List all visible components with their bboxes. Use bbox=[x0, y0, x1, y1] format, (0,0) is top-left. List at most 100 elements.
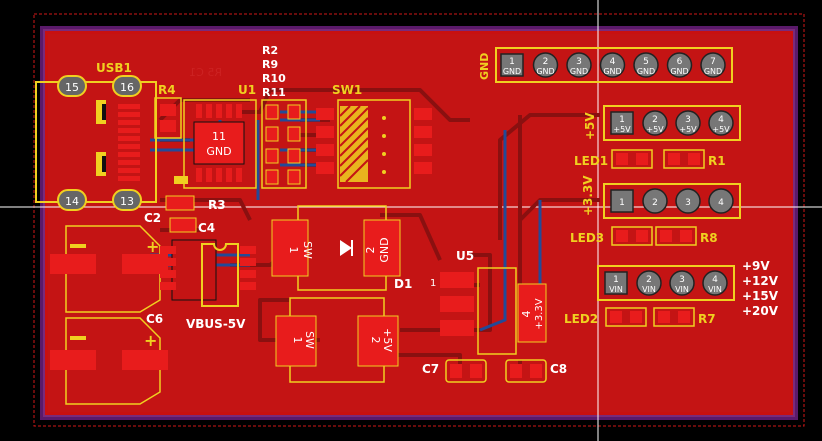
r7-pad-1[interactable] bbox=[658, 311, 670, 323]
r8-refdes: R8 bbox=[700, 231, 718, 245]
r2-pad-2[interactable] bbox=[287, 104, 301, 120]
l1-footprint[interactable]: 1 SW 2 +5V bbox=[275, 297, 399, 383]
r3-pad[interactable] bbox=[165, 195, 195, 211]
v5-header-label: +5V bbox=[583, 112, 597, 140]
gnd-header-pin-1[interactable] bbox=[500, 53, 524, 77]
u5-pad-1[interactable] bbox=[440, 272, 474, 288]
c8-pad-2[interactable] bbox=[530, 364, 542, 378]
v5-header-pin-1[interactable] bbox=[610, 111, 634, 135]
v5-header-pin-2[interactable] bbox=[642, 110, 668, 136]
d1-pad1-net: SW bbox=[301, 241, 314, 259]
usb1-pad-14-label: 14 bbox=[65, 195, 79, 208]
vin-header-pin-3[interactable] bbox=[669, 270, 695, 296]
led3-pad-2[interactable] bbox=[636, 230, 648, 242]
c7-pad-2[interactable] bbox=[470, 364, 482, 378]
u5-pad4-num: 4 bbox=[520, 311, 533, 318]
c6-footprint[interactable]: C6 + bbox=[50, 312, 168, 405]
gnd-header-pin-6[interactable] bbox=[666, 52, 693, 78]
led3-refdes: LED3 bbox=[570, 231, 604, 245]
d1-pad-2[interactable] bbox=[363, 219, 401, 277]
usb1-slot-bottom-hole bbox=[102, 156, 106, 172]
gnd-header-outline bbox=[495, 47, 733, 83]
usb1-pad-15[interactable] bbox=[57, 75, 87, 97]
v5-header-pin-3[interactable] bbox=[675, 110, 701, 136]
v3-header-pin-2[interactable] bbox=[642, 188, 668, 214]
vin-header-pin-4[interactable] bbox=[702, 270, 728, 296]
r11-pad-1[interactable] bbox=[265, 169, 279, 185]
r8-pad-2[interactable] bbox=[680, 230, 692, 242]
led2-group[interactable]: LED2 R7 bbox=[564, 307, 716, 327]
gnd-header-pin-4-num: 4 bbox=[610, 57, 616, 67]
gnd-header-pin-5-net: GND bbox=[637, 67, 655, 76]
gnd-header-pin-7-num: 7 bbox=[710, 57, 716, 67]
resistor-array[interactable]: R2 R9 R10 R11 bbox=[261, 44, 307, 189]
r2-pad-1[interactable] bbox=[265, 104, 279, 120]
gnd-header-pin-5[interactable] bbox=[633, 52, 659, 78]
c6-pad-pos[interactable] bbox=[122, 350, 168, 370]
r1-pad-1[interactable] bbox=[668, 153, 680, 165]
c7-footprint[interactable]: C7 bbox=[422, 359, 487, 383]
r11-pad-2[interactable] bbox=[287, 169, 301, 185]
r10-pad-2[interactable] bbox=[287, 148, 301, 164]
u5-pad-4[interactable] bbox=[517, 283, 547, 343]
vin-header-pin-2[interactable] bbox=[636, 270, 662, 296]
gnd-header-pin-2[interactable] bbox=[532, 52, 559, 78]
sw1-footprint[interactable]: SW1 bbox=[316, 83, 432, 189]
l1-pad-2[interactable] bbox=[357, 315, 399, 367]
c7-pad-1[interactable] bbox=[450, 364, 462, 378]
c4-footprint[interactable]: R3 C4 bbox=[165, 176, 226, 235]
u1-footprint[interactable]: U1 11 GND bbox=[183, 83, 257, 189]
u1-thermal-pad[interactable] bbox=[193, 121, 245, 165]
c2-pad-neg[interactable] bbox=[50, 254, 96, 274]
c2-pad-pos[interactable] bbox=[122, 254, 168, 274]
c7-refdes: C7 bbox=[422, 362, 439, 376]
gnd-header-pin-7[interactable] bbox=[700, 52, 726, 78]
led3-pad-1[interactable] bbox=[616, 230, 628, 242]
r1-pad-2[interactable] bbox=[688, 153, 700, 165]
v3-header-pin-1[interactable] bbox=[610, 189, 634, 213]
v3-header-pin-3[interactable] bbox=[675, 188, 701, 214]
led3-group[interactable]: LED3 R8 bbox=[570, 226, 718, 246]
l1-pad-1[interactable] bbox=[275, 315, 317, 367]
c6-pad-neg[interactable] bbox=[50, 350, 96, 370]
v5-header-pin-4[interactable] bbox=[708, 110, 734, 136]
c7-outline bbox=[445, 359, 487, 383]
r9-pad-1[interactable] bbox=[265, 126, 279, 142]
usb1-pad-16[interactable] bbox=[112, 75, 142, 97]
led2-pad-2[interactable] bbox=[630, 311, 642, 323]
d1-pad-1[interactable] bbox=[271, 219, 309, 277]
c8-pad-1[interactable] bbox=[510, 364, 522, 378]
d1-footprint[interactable]: 1 SW 2 GND D1 bbox=[271, 205, 412, 291]
led2-pad-1[interactable] bbox=[610, 311, 622, 323]
usb1-pad-13[interactable] bbox=[112, 189, 142, 211]
r9-pad-2[interactable] bbox=[287, 126, 301, 142]
r4-footprint[interactable]: R4 bbox=[154, 83, 182, 139]
led1-pad-2[interactable] bbox=[636, 153, 648, 165]
r7-pad-2[interactable] bbox=[678, 311, 690, 323]
r4-pad-2[interactable] bbox=[160, 120, 176, 132]
usb1-footprint[interactable]: 15 16 14 13 USB1 bbox=[35, 61, 157, 211]
led1-group[interactable]: LED1 R1 bbox=[574, 149, 726, 169]
u5-pad-3[interactable] bbox=[440, 320, 474, 336]
r4-pad-1[interactable] bbox=[160, 104, 176, 116]
c2-footprint[interactable]: C2 + bbox=[50, 211, 168, 313]
usb1-pad-14[interactable] bbox=[57, 189, 87, 211]
v3-header-pin-4[interactable] bbox=[708, 188, 734, 214]
c8-footprint[interactable]: C8 bbox=[505, 359, 567, 383]
u5-footprint[interactable]: U5 1 4 +3.3V bbox=[430, 249, 547, 355]
gnd-header-pin-4-net: GND bbox=[603, 67, 621, 76]
gnd-header-pin-3[interactable] bbox=[566, 52, 592, 78]
vin-header-pin-1[interactable] bbox=[604, 271, 628, 295]
c4-pad[interactable] bbox=[169, 217, 197, 233]
gnd-header-pin-4[interactable] bbox=[599, 52, 626, 78]
r8-pad-1[interactable] bbox=[660, 230, 672, 242]
u5-pad-2[interactable] bbox=[440, 296, 474, 312]
led1-pad-1[interactable] bbox=[616, 153, 628, 165]
u2-footprint[interactable]: VBUS-5V bbox=[160, 239, 256, 331]
v5-header[interactable]: +5V 1+5V2+5V3+5V4+5V bbox=[583, 105, 741, 141]
r10-pad-1[interactable] bbox=[265, 148, 279, 164]
